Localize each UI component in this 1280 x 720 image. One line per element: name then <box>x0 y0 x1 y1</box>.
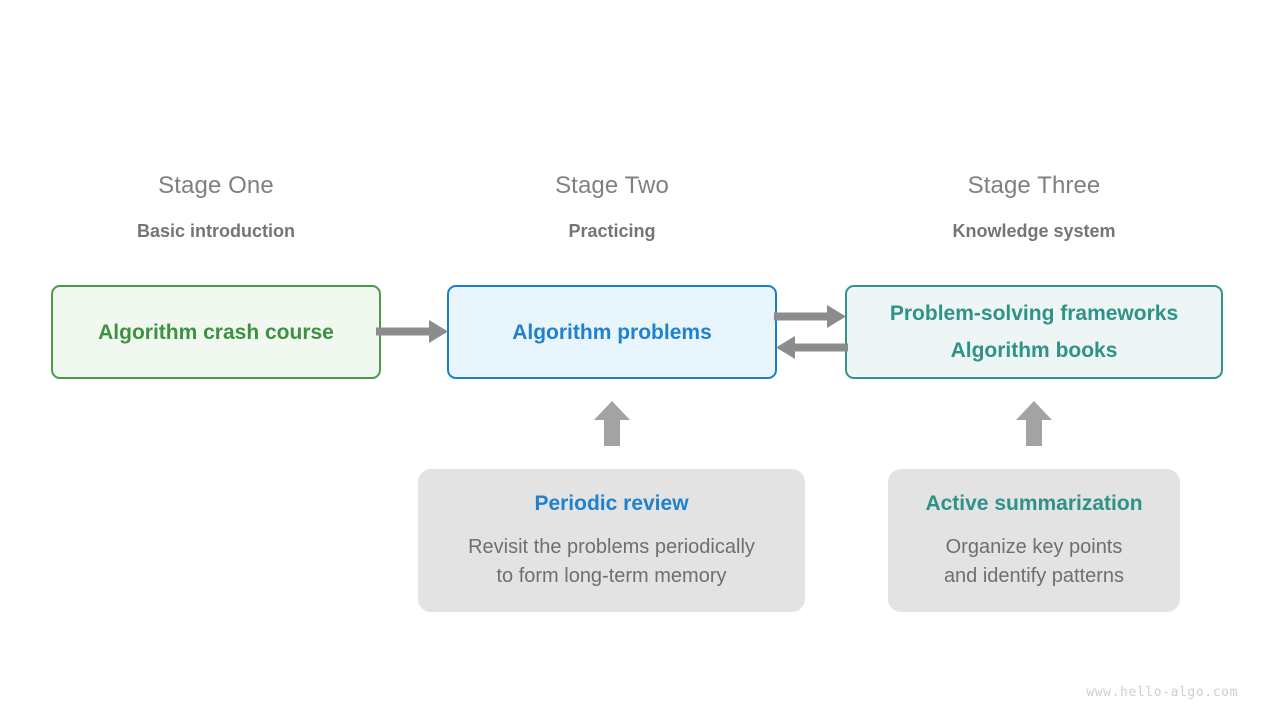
stage-header-three: Stage Three Knowledge system <box>845 171 1223 243</box>
note-box-active-summarization[interactable]: Active summarization Organize key points… <box>888 469 1180 612</box>
note-body-line: Organize key points <box>945 535 1123 558</box>
flow-box-crash-course-line-1: Algorithm crash course <box>98 320 334 344</box>
flow-box-knowledge-system-line-2: Algorithm books <box>950 339 1118 362</box>
stage-one-subtitle: Basic introduction <box>136 221 295 241</box>
flow-box-knowledge-system-line-1: Problem-solving frameworks <box>889 302 1179 325</box>
stage-header-two: Stage Two Practicing <box>447 171 777 243</box>
note-box-active-summarization-body: Organize key points and identify pattern… <box>944 533 1124 591</box>
arrow-left-icon-knowledge-to-problems <box>776 336 848 359</box>
note-body-line: to form long-term memory <box>496 564 727 587</box>
note-body-line: and identify patterns <box>943 564 1125 587</box>
note-box-active-summarization-title: Active summarization <box>925 491 1143 515</box>
flow-box-algorithm-problems[interactable]: Algorithm problems <box>447 285 777 379</box>
note-box-periodic-review-title: Periodic review <box>534 491 689 515</box>
flow-box-knowledge-system[interactable]: Problem-solving frameworks Algorithm boo… <box>845 285 1223 379</box>
stage-two-subtitle: Practicing <box>568 221 656 241</box>
arrow-right-icon-problems-to-knowledge <box>774 305 846 328</box>
note-box-periodic-review[interactable]: Periodic review Revisit the problems per… <box>418 469 805 612</box>
arrow-up-icon-summarization-to-knowledge <box>1016 401 1052 446</box>
note-body-line: Revisit the problems periodically <box>468 535 755 558</box>
stage-one-title: Stage One <box>158 172 274 199</box>
stage-three-title: Stage Three <box>967 172 1101 199</box>
watermark: www.hello-algo.com <box>1086 685 1238 700</box>
stage-header-one: Stage One Basic introduction <box>51 171 381 243</box>
arrow-up-icon-review-to-problems <box>594 401 630 446</box>
stage-two-title: Stage Two <box>555 172 669 199</box>
flow-box-crash-course[interactable]: Algorithm crash course <box>51 285 381 379</box>
stage-three-subtitle: Knowledge system <box>952 221 1116 241</box>
flow-box-algorithm-problems-line-1: Algorithm problems <box>512 320 712 344</box>
note-box-periodic-review-body: Revisit the problems periodically to for… <box>468 533 755 591</box>
arrow-right-icon-crash-to-problems <box>376 320 448 343</box>
